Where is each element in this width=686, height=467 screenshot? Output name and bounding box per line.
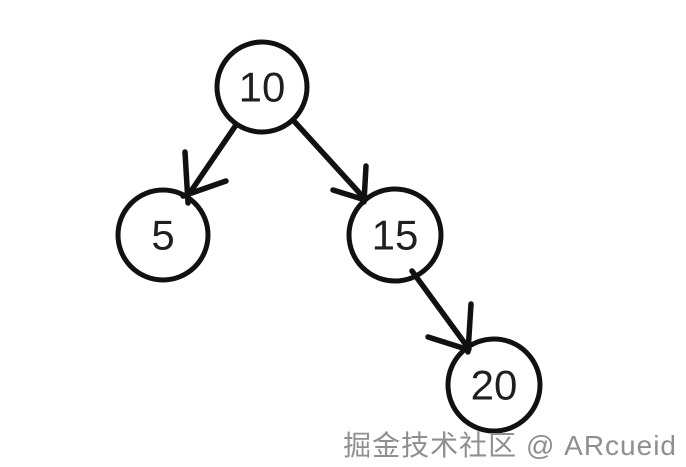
tree-edge-arrowhead-h-10-15 (330, 187, 365, 202)
tree-node-circle-20 (445, 336, 543, 434)
tree-node-circle-10 (214, 39, 310, 135)
tree-node-label-10: 10 (239, 64, 286, 111)
tree-edge-arrowhead-h-15-20 (425, 334, 469, 352)
tree-node-circle-15 (346, 186, 444, 284)
tree-edge-shaft-10-5 (184, 122, 239, 200)
tree-edge-shaft-10-15 (290, 117, 368, 202)
tree-edge-arrowhead-v-15-20 (465, 301, 474, 355)
tree-node-label-15: 15 (372, 212, 419, 259)
tree-node-label-5: 5 (151, 212, 174, 259)
tree-edge-shaft-15-20 (409, 268, 472, 352)
tree-node-label-20: 20 (471, 362, 518, 409)
watermark: 掘金技术社区 @ ARcueid (343, 430, 677, 462)
tree-edge-arrowhead-h-10-5 (180, 178, 229, 199)
tree-node-circle-5 (115, 187, 211, 283)
tree-edge-arrowhead-v-10-15 (361, 163, 369, 205)
